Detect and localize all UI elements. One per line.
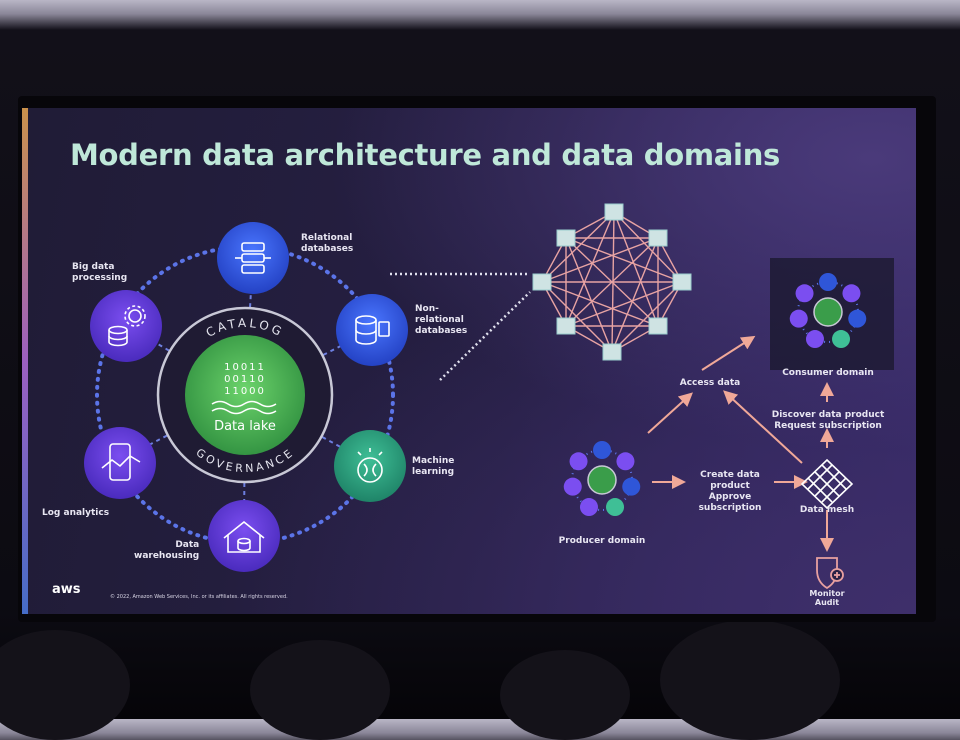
gear-database-icon (108, 305, 146, 347)
mini-spoke-icon (848, 309, 867, 328)
graph-edge (565, 237, 613, 353)
access-data-label: Access data (679, 378, 741, 388)
create-label: Create data product Approve subscription (698, 470, 762, 513)
graph-node-icon (672, 273, 692, 291)
graph-edge (565, 237, 659, 327)
data-lake-label: Data lake (214, 419, 276, 434)
mini-spoke-icon (593, 441, 611, 459)
graph-node-icon (648, 317, 668, 335)
graph-edge (541, 281, 659, 327)
graph-nodes (532, 203, 692, 361)
flow-arrows (647, 335, 834, 552)
mini-spoke-icon (563, 477, 582, 496)
data-mesh-label: Data mesh (799, 505, 855, 515)
mini-spoke-icon (579, 498, 598, 517)
warehouse-icon (223, 520, 265, 553)
graph-connector (390, 272, 531, 381)
graph-node-icon (604, 203, 624, 221)
aws-logo: aws (52, 582, 81, 597)
warehousing-label: Data warehousing (134, 540, 200, 561)
slide: Modern data architecture and data domain… (22, 108, 916, 614)
mini-spoke-icon (795, 284, 814, 303)
binary-line: 10011 (224, 362, 266, 373)
phone-analytics-icon (101, 443, 141, 481)
ml-label: Machine learning (412, 456, 455, 477)
data-lake-core (185, 335, 305, 455)
mini-spoke-icon (622, 477, 641, 496)
graph-node-icon (648, 229, 668, 247)
big-data-label: Big data processing (72, 262, 128, 283)
nonrelational-label: Non- relational databases (415, 304, 468, 336)
consumer-domain-hub (789, 273, 867, 349)
copyright-text: © 2022, Amazon Web Services, Inc. or its… (110, 594, 288, 600)
mini-spoke-icon (789, 309, 808, 328)
graph-edge (541, 211, 615, 283)
database-server-icon (235, 242, 271, 274)
graph-node-icon (556, 317, 576, 335)
graph-edge (541, 237, 659, 283)
spoke-big-data (90, 290, 162, 362)
mini-spoke-icon (842, 284, 861, 303)
slide-edge-glow (22, 108, 28, 614)
nosql-database-icon (355, 315, 390, 345)
mini-spoke-icon (819, 273, 837, 291)
graph-edge (565, 237, 683, 283)
brain-lightbulb-icon (357, 448, 383, 483)
spoke-nonrelational (336, 294, 408, 366)
graph-edge (565, 211, 615, 327)
graph-edge (611, 281, 683, 353)
audience-head (660, 620, 840, 740)
log-analytics-label: Log analytics (42, 508, 110, 518)
mini-data-lake (813, 297, 843, 327)
monitor-audit-label: Monitor Audit (809, 589, 845, 607)
producer-domain-hub (563, 441, 641, 517)
water-wave-icon (211, 400, 277, 415)
graph-node-icon (532, 273, 552, 291)
graph-edge (565, 281, 683, 327)
spoke-log-analytics (84, 427, 156, 499)
spoke-warehousing (208, 500, 280, 572)
architecture-diagram: CATALOG GOVERNANCE 10011 00110 11000 Dat… (84, 203, 894, 590)
mini-spoke-icon (569, 452, 588, 471)
slide-title: Modern data architecture and data domain… (70, 138, 780, 172)
producer-domain-label: Producer domain (558, 536, 646, 546)
graph-edge (611, 237, 659, 353)
shield-audit-icon (816, 557, 844, 590)
audience-head (500, 650, 630, 740)
graph-edge (613, 211, 659, 327)
discover-label: Discover data product Request subscripti… (771, 410, 885, 431)
spoke-relational (217, 222, 289, 294)
relational-label: Relational databases (301, 233, 354, 254)
mini-spoke-icon (616, 452, 635, 471)
mini-spoke-icon (606, 498, 625, 517)
consumer-domain-label: Consumer domain (782, 368, 874, 378)
binary-line: 11000 (224, 386, 266, 397)
binary-line: 00110 (224, 374, 266, 385)
audience-head (250, 640, 390, 740)
spoke-ml (334, 430, 406, 502)
mini-spoke-icon (805, 330, 824, 349)
data-mesh-icon (800, 458, 854, 510)
graph-node-icon (602, 343, 622, 361)
mini-spoke-icon (832, 330, 851, 349)
graph-node-icon (556, 229, 576, 247)
mini-data-lake (587, 465, 617, 495)
graph-edge (541, 281, 613, 353)
